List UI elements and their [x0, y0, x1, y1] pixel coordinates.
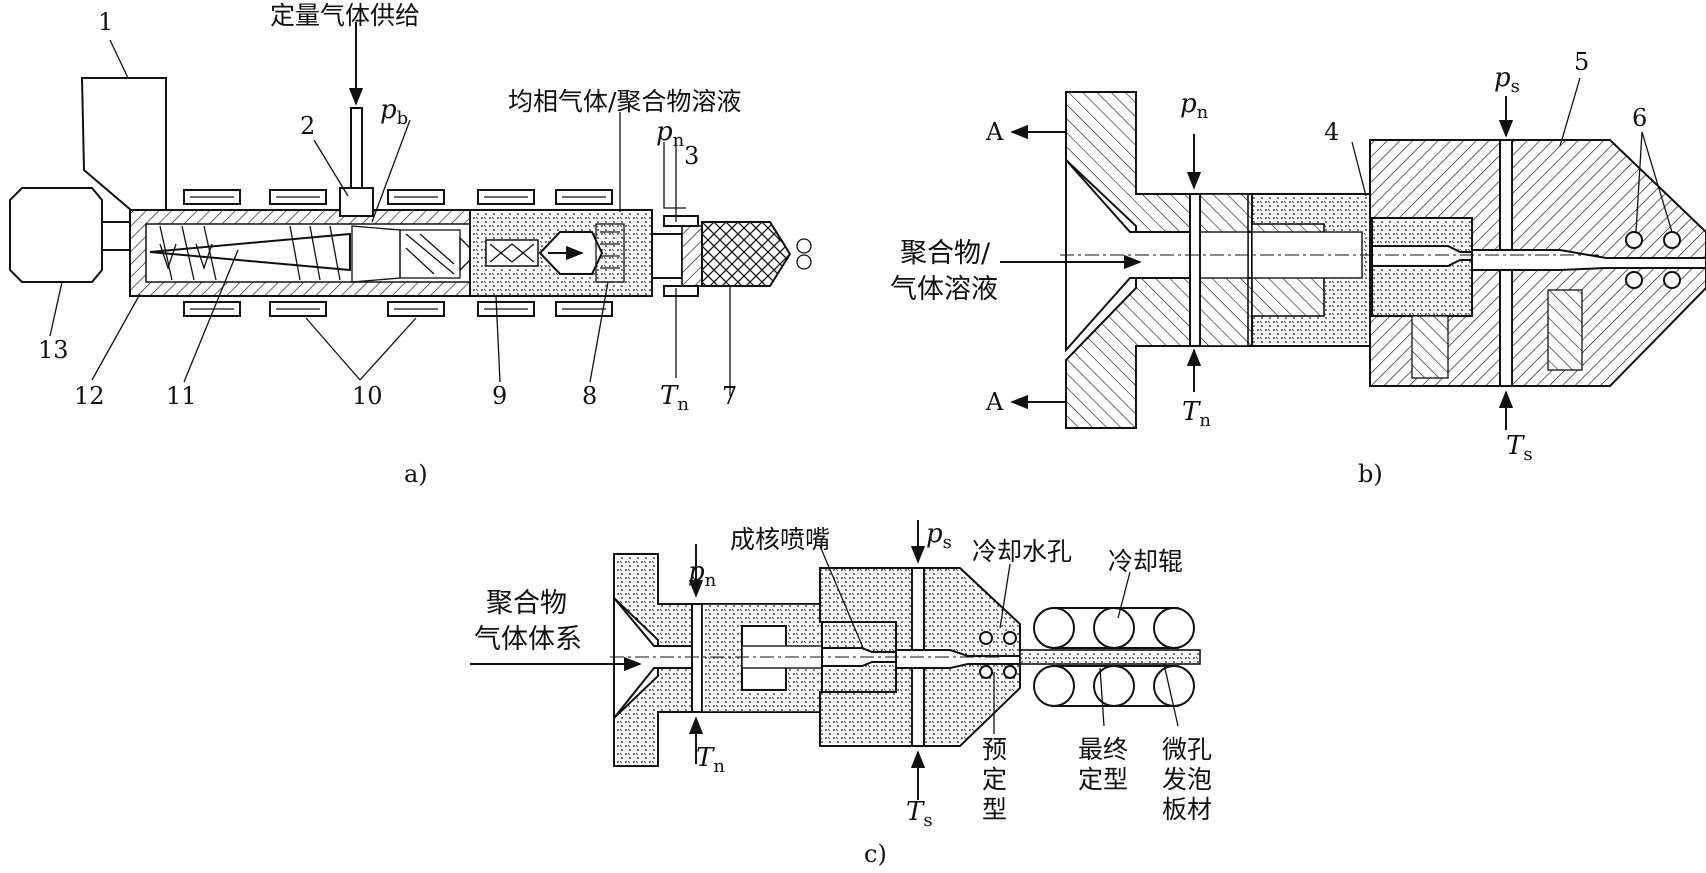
callout-1: 1: [98, 8, 113, 36]
symbol-pn-c: pn: [688, 557, 717, 591]
panel-b-label: b): [1358, 460, 1383, 488]
symbol-ps-b: ps: [1494, 63, 1520, 97]
label-nucleation-nozzle: 成核喷嘴: [730, 525, 830, 554]
symbol-tn-b: Tn: [1182, 397, 1211, 431]
motor-shaft: [101, 221, 131, 251]
callout-5: 5: [1574, 48, 1589, 76]
symbol-ts-c: Ts: [906, 797, 933, 831]
label-a-bottom: A: [985, 388, 1004, 416]
symbol-tn-c: Tn: [696, 743, 725, 777]
symbol-pb: pb: [380, 95, 408, 129]
drive-motor: [9, 187, 103, 283]
label-a-top: A: [985, 118, 1004, 146]
label-preform-2: 定: [982, 765, 1007, 794]
callout-2: 2: [300, 112, 315, 140]
callout-11: 11: [166, 382, 197, 410]
label-sheet-1: 微孔: [1162, 735, 1212, 764]
callout-10: 10: [352, 382, 383, 410]
panel-a: 定量气体供给 均相气体/聚合物溶液 pb pn Tn 1 2 3 7 8 9 1…: [9, 1, 812, 488]
callout-4: 4: [1324, 118, 1339, 146]
screw: [149, 232, 351, 272]
label-final-shape-2: 定型: [1078, 765, 1128, 794]
label-preform-1: 预: [982, 735, 1007, 764]
callout-8: 8: [582, 382, 597, 410]
callout-9: 9: [492, 382, 507, 410]
label-cooling-holes: 冷却水孔: [972, 537, 1072, 566]
symbol-ts-b: Ts: [1506, 431, 1533, 465]
label-sheet-2: 发泡: [1162, 765, 1212, 794]
label-cooling-rolls: 冷却辊: [1108, 547, 1183, 576]
panel-a-label: a): [404, 460, 428, 488]
panel-c-label: c): [864, 840, 887, 868]
label-final-shape-1: 最终: [1078, 735, 1128, 764]
callout-12: 12: [74, 382, 105, 410]
label-inlet-c-1: 聚合物: [486, 588, 567, 619]
panel-b: 聚合物/ 气体溶液 A A pn Tn ps Ts 4 5 6 b): [890, 48, 1706, 488]
callout-7: 7: [722, 382, 737, 410]
callout-6: 6: [1632, 104, 1647, 132]
symbol-tn-a: Tn: [660, 381, 689, 415]
panel-c: 聚合物 气体体系 成核喷嘴 冷却水孔 冷却辊 pn Tn ps Ts 预 定 型…: [470, 519, 1212, 868]
label-inlet-b-1: 聚合物/: [900, 238, 991, 269]
label-homogeneous-solution: 均相气体/聚合物溶液: [508, 87, 741, 116]
label-sheet-3: 板材: [1162, 795, 1212, 824]
callout-3: 3: [684, 142, 699, 170]
heater-bands: [183, 189, 699, 317]
foamed-sheet: [1019, 649, 1201, 665]
callout-13: 13: [38, 336, 69, 364]
symbol-pn-b: pn: [1180, 89, 1209, 123]
label-preform-3: 型: [982, 795, 1007, 824]
label-gas-supply: 定量气体供给: [270, 1, 420, 30]
label-inlet-b-2: 气体溶液: [890, 274, 998, 305]
symbol-pn-a: pn: [656, 117, 685, 151]
extrusion-die: [701, 221, 792, 287]
label-inlet-c-2: 气体体系: [474, 624, 582, 655]
symbol-ps-c: ps: [926, 519, 952, 553]
